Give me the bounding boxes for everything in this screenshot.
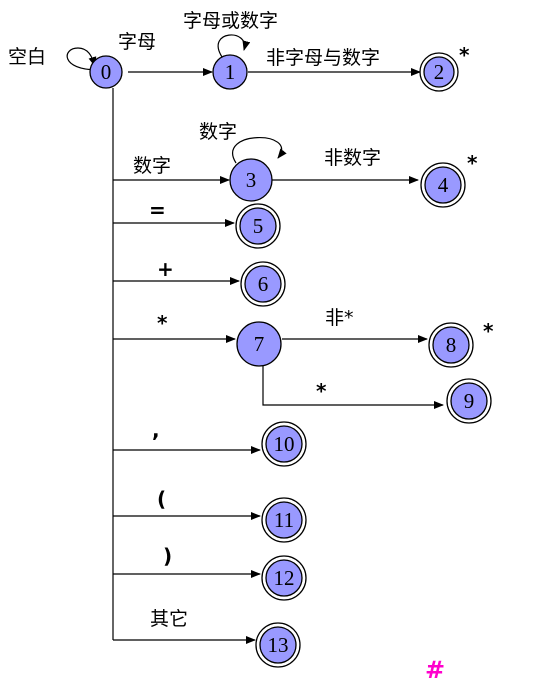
svg-text:10: 10: [274, 432, 295, 456]
loop-1-label: 字母或数字: [183, 10, 278, 32]
hash-mark: #: [425, 656, 445, 684]
edge-7-9: [262, 363, 444, 409]
state-5: 5: [235, 203, 281, 249]
svg-text:6: 6: [258, 272, 269, 296]
state-4-retract-mark: *: [467, 151, 478, 175]
state-3: 3: [229, 158, 273, 202]
state-13: 13: [255, 622, 301, 668]
state-10: 10: [261, 421, 307, 467]
svg-text:11: 11: [274, 508, 294, 532]
state-11: 11: [261, 497, 307, 543]
state-8: 8: [428, 322, 474, 368]
state-0: 0: [89, 55, 123, 89]
loop-0: [66, 47, 99, 71]
edge-0-3-label: 数字: [133, 155, 171, 177]
svg-text:8: 8: [446, 333, 457, 357]
state-7: 7: [236, 321, 282, 367]
edge-0-13-label: 其它: [150, 608, 188, 630]
svg-text:4: 4: [438, 173, 449, 197]
edge-3-4-label: 非数字: [324, 147, 381, 169]
loop-3-label: 数字: [199, 121, 237, 143]
state-6: 6: [240, 261, 286, 307]
svg-text:3: 3: [246, 168, 257, 192]
state-2: 2: [419, 52, 459, 92]
state-4: 4: [420, 162, 466, 208]
state-12: 12: [261, 555, 307, 601]
edge-0-5-label: =: [149, 198, 166, 222]
state-9: 9: [446, 378, 492, 424]
edge-0-6-label: +: [157, 257, 174, 281]
loop-1: [217, 34, 251, 58]
svg-text:7: 7: [254, 332, 265, 356]
edge-0-12-label: ): [163, 544, 172, 568]
loop-3: [232, 137, 287, 164]
loop-0-label: 空白: [8, 46, 46, 68]
state-1: 1: [212, 54, 248, 90]
state-2-retract-mark: *: [459, 43, 470, 67]
edge-0-1-label: 字母: [118, 31, 156, 53]
edge-1-2-label: 非字母与数字: [266, 47, 380, 69]
edge-0-11-label: (: [157, 487, 166, 511]
svg-text:0: 0: [101, 60, 112, 84]
edge-0-10-label: ,: [152, 418, 160, 442]
edge-0-7-label: *: [157, 311, 168, 335]
state-8-retract-mark: *: [483, 319, 494, 343]
edge-7-8-label: 非*: [325, 307, 354, 329]
svg-text:1: 1: [225, 60, 236, 84]
edge-7-9-label: *: [316, 379, 327, 403]
svg-text:13: 13: [268, 633, 289, 657]
svg-text:5: 5: [253, 214, 264, 238]
svg-text:12: 12: [274, 566, 295, 590]
svg-text:2: 2: [434, 60, 445, 84]
svg-text:9: 9: [464, 389, 475, 413]
